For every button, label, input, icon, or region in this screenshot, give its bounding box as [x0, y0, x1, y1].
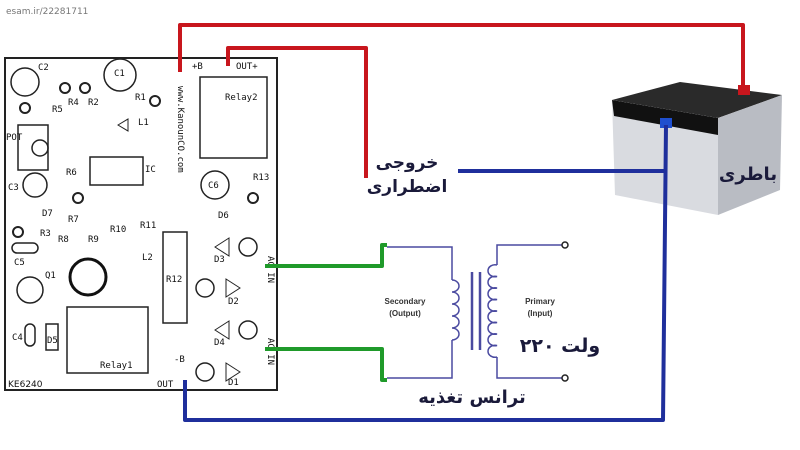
label-r8: R8: [58, 235, 69, 245]
positive-wire-output: [226, 46, 368, 178]
label-c3: C3: [8, 183, 19, 193]
label-l2: L2: [142, 253, 153, 263]
capacitor-c2: [10, 67, 40, 97]
mounting-hole: [68, 257, 108, 297]
label-r5: R5: [52, 105, 63, 115]
label-c6: C6: [208, 181, 219, 191]
label-r13: R13: [253, 173, 269, 183]
secondary-sub-label: (Output): [389, 309, 421, 318]
label-r12: R12: [166, 275, 182, 285]
label-d2: D2: [228, 297, 239, 307]
capacitor-c1: [103, 58, 137, 92]
relay-1: [66, 306, 149, 374]
negative-terminal: [660, 118, 672, 128]
label-r1: R1: [135, 93, 146, 103]
website-label: www.KanounCO.com: [175, 86, 185, 173]
label-d3: D3: [214, 255, 225, 265]
secondary-coil: [451, 279, 460, 341]
ic-chip: [89, 156, 144, 186]
battery: باطری: [612, 82, 782, 215]
terminal-out: OUT: [157, 380, 174, 390]
negative-wire-battery: [183, 124, 668, 422]
input-terminal-2: [561, 374, 569, 382]
label-relay1: Relay1: [100, 361, 133, 371]
transformer-label: ترانس تغذیه: [418, 387, 526, 408]
label-d7: D7: [42, 209, 53, 219]
emergency-output-label-1: خروجی: [376, 153, 439, 173]
ac-wire-2: [265, 347, 387, 382]
label-d1: D1: [228, 378, 239, 388]
label-q1: Q1: [45, 271, 56, 281]
label-c1: C1: [114, 69, 125, 79]
label-l1: L1: [138, 118, 149, 128]
battery-label: باطری: [719, 164, 777, 185]
label-d6: D6: [218, 211, 229, 221]
secondary-label: Secondary: [385, 297, 426, 306]
label-r4: R4: [68, 98, 79, 108]
terminal-minus-b: -B: [174, 355, 185, 365]
label-c5: C5: [14, 258, 25, 268]
terminal-ac-in-2: AC IN: [265, 338, 275, 365]
label-pot: POT: [6, 133, 23, 143]
wires: [178, 23, 745, 422]
input-terminal-1: [561, 241, 569, 249]
transformer: [387, 241, 569, 382]
label-relay2: Relay2: [225, 93, 258, 103]
label-r10: R10: [110, 225, 126, 235]
label-r9: R9: [88, 235, 99, 245]
label-ic: IC: [145, 165, 156, 175]
primary-sub-label: (Input): [528, 309, 553, 318]
watermark: esam.ir/22281711: [6, 7, 88, 17]
label-c4: C4: [12, 333, 23, 343]
label-r3: R3: [40, 229, 51, 239]
positive-wire-battery: [178, 23, 745, 90]
ac-wire-1: [265, 243, 387, 268]
pcb-board: C2 C1 R5 R4 R2 R1 L1 POT IC R6 C3 D7 R7 …: [4, 57, 278, 391]
label-d4: D4: [214, 338, 225, 348]
voltage-label: ۲۲۰ ولت: [520, 335, 600, 357]
primary-label: Primary: [525, 297, 555, 306]
label-r11: R11: [140, 221, 156, 231]
relay-2: [199, 76, 268, 159]
primary-coil: [487, 264, 498, 358]
label-c2: C2: [38, 63, 49, 73]
resistor-r12: [162, 231, 188, 324]
terminal-ac-in-1: AC IN: [265, 256, 275, 283]
model-label: KE6240: [8, 380, 43, 390]
label-r6: R6: [66, 168, 77, 178]
label-r7: R7: [68, 215, 79, 225]
label-r2: R2: [88, 98, 99, 108]
terminal-plus-b: +B: [192, 62, 203, 72]
terminal-out-plus: OUT+: [236, 62, 258, 72]
label-d5: D5: [47, 336, 58, 346]
emergency-output-label-2: اضطراری: [367, 177, 448, 197]
